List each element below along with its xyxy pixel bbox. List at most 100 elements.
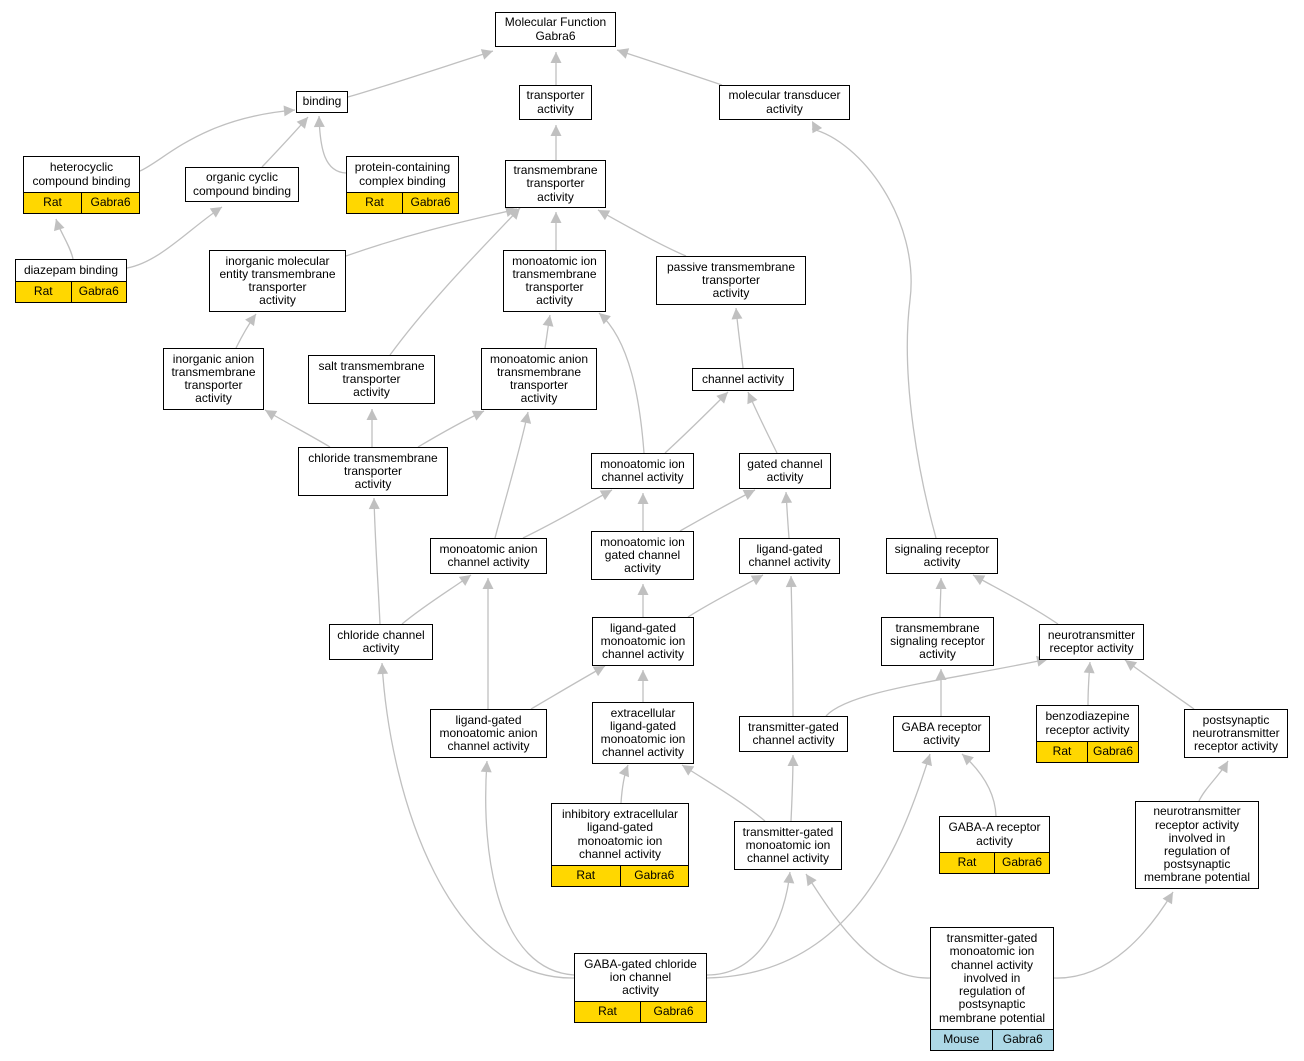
go-term-binding[interactable]: binding xyxy=(296,91,348,113)
arrowhead-icon xyxy=(366,409,378,420)
go-term-monoatomic-ion-transmembrane-transporter-activity[interactable]: monoatomic ion transmembrane transporter… xyxy=(503,250,606,312)
arrowhead-icon xyxy=(598,210,611,221)
arrowhead-icon xyxy=(973,575,986,586)
go-term-gaba-gated-chloride-ion-channel-activity[interactable]: GABA-gated chloride ion channel activity… xyxy=(574,953,707,1023)
go-term-label: transmitter-gated channel activity xyxy=(748,719,839,747)
arrowhead-icon xyxy=(377,663,389,675)
go-term-molecular-function-gabra6[interactable]: Molecular Function Gabra6 xyxy=(495,12,616,47)
go-term-molecular-transducer-activity[interactable]: molecular transducer activity xyxy=(719,85,850,120)
go-term-extracellular-ligand-gated-monoatomic-ion-channel-activity[interactable]: extracellular ligand-gated monoatomic io… xyxy=(592,702,694,764)
edge-n33-to-n27 xyxy=(1124,659,1195,710)
go-term-chloride-channel-activity[interactable]: chloride channel activity xyxy=(329,624,433,660)
go-term-label: channel activity xyxy=(701,371,785,386)
gene-cell: Gabra6 xyxy=(81,193,139,213)
edge-n9-to-n6 xyxy=(126,206,223,269)
edge-n39-to-n37 xyxy=(1053,891,1174,979)
edge-n14-to-n8 xyxy=(389,207,521,356)
go-term-transmembrane-transporter-activity[interactable]: transmembrane transporter activity xyxy=(505,160,606,208)
arrowhead-icon xyxy=(480,49,493,60)
go-term-monoatomic-ion-channel-activity[interactable]: monoatomic ion channel activity xyxy=(591,453,694,489)
go-term-label: monoatomic ion gated channel activity xyxy=(600,534,685,576)
edge-n24-to-n17 xyxy=(373,497,381,625)
arrowhead-icon xyxy=(787,755,799,766)
species-cell: Rat xyxy=(347,193,402,213)
edge-n17-to-n15 xyxy=(417,410,485,448)
arrowhead-icon xyxy=(1217,761,1228,774)
go-term-monoatomic-anion-channel-activity[interactable]: monoatomic anion channel activity xyxy=(430,538,547,574)
go-term-transmitter-gated-channel-activity[interactable]: transmitter-gated channel activity xyxy=(739,716,848,752)
species-cell: Rat xyxy=(940,853,994,873)
arrowhead-icon xyxy=(935,669,947,680)
go-term-ligand-gated-monoatomic-anion-channel-activity[interactable]: ligand-gated monoatomic anion channel ac… xyxy=(430,709,547,758)
go-term-inorganic-anion-transmembrane-transporter-activity[interactable]: inorganic anion transmembrane transporte… xyxy=(163,348,264,410)
arrowhead-icon xyxy=(716,392,728,404)
edge-n25-to-n22 xyxy=(687,574,764,618)
go-term-gaba-receptor-activity[interactable]: GABA receptor activity xyxy=(893,716,990,752)
arrowhead-icon xyxy=(283,105,295,117)
arrowhead-icon xyxy=(550,125,562,136)
go-term-label: postsynaptic neurotransmitter receptor a… xyxy=(1192,712,1280,754)
go-term-ligand-gated-monoatomic-ion-channel-activity[interactable]: ligand-gated monoatomic ion channel acti… xyxy=(592,617,694,666)
go-term-inhibitory-extracellular-ligand-gated-monoatomic-ion-channel-activity[interactable]: inhibitory extracellular ligand-gated mo… xyxy=(551,803,689,887)
arrowhead-icon xyxy=(812,121,823,134)
arrowhead-icon xyxy=(1162,892,1173,905)
arrowhead-icon xyxy=(520,412,532,424)
gene-cell: Gabra6 xyxy=(640,1002,706,1022)
arrowhead-icon xyxy=(480,761,492,773)
go-term-passive-transmembrane-transporter-activity[interactable]: passive transmembrane transporter activi… xyxy=(656,256,806,305)
go-term-label: transmembrane signaling receptor activit… xyxy=(890,620,985,662)
arrowhead-icon xyxy=(742,490,755,500)
go-term-transmembrane-signaling-receptor-activity[interactable]: transmembrane signaling receptor activit… xyxy=(881,617,994,666)
arrowhead-icon xyxy=(682,765,695,776)
arrowhead-icon xyxy=(935,578,947,589)
edge-n21-to-n19 xyxy=(679,489,756,532)
go-term-signaling-receptor-activity[interactable]: signaling receptor activity xyxy=(886,538,998,574)
edge-n17-to-n13 xyxy=(264,409,331,448)
go-term-neurotransmitter-receptor-activity[interactable]: neurotransmitter receptor activity xyxy=(1039,624,1144,660)
gene-cell: Gabra6 xyxy=(994,853,1049,873)
go-term-inorganic-molecular-entity-transmembrane-transporter-activity[interactable]: inorganic molecular entity transmembrane… xyxy=(209,250,346,312)
go-term-monoatomic-ion-gated-channel-activity[interactable]: monoatomic ion gated channel activity xyxy=(591,531,694,580)
go-term-gated-channel-activity[interactable]: gated channel activity xyxy=(739,453,831,489)
go-term-postsynaptic-neurotransmitter-receptor-activity[interactable]: postsynaptic neurotransmitter receptor a… xyxy=(1184,709,1288,758)
edge-n38-to-n24 xyxy=(381,662,575,979)
go-term-salt-transmembrane-transporter-activity[interactable]: salt transmembrane transporter activity xyxy=(308,355,435,404)
go-term-label: transporter activity xyxy=(526,88,585,116)
arrowhead-icon xyxy=(637,670,649,681)
go-term-organic-cyclic-compound-binding[interactable]: organic cyclic compound binding xyxy=(185,167,299,202)
go-term-label: transmembrane transporter activity xyxy=(513,163,598,204)
arrowhead-icon xyxy=(368,498,380,510)
go-term-transporter-activity[interactable]: transporter activity xyxy=(519,85,592,120)
go-term-label: neurotransmitter receptor activity invol… xyxy=(1143,804,1251,885)
arrowhead-icon xyxy=(592,666,605,677)
go-term-channel-activity[interactable]: channel activity xyxy=(692,368,794,391)
arrowhead-icon xyxy=(806,874,817,887)
gene-cell: Gabra6 xyxy=(1087,742,1138,762)
arrowhead-icon xyxy=(783,872,795,884)
edge-n35-to-n29 xyxy=(681,764,766,822)
gene-cell: Gabra6 xyxy=(991,1030,1053,1050)
go-term-transmitter-gated-monoatomic-ion-channel-activity[interactable]: transmitter-gated monoatomic ion channel… xyxy=(734,821,842,870)
arrowhead-icon xyxy=(471,410,484,421)
go-term-neurotransmitter-receptor-activity-involved-in-regulation-of-postsynaptic-membrane-potential[interactable]: neurotransmitter receptor activity invol… xyxy=(1135,801,1259,889)
arrowhead-icon xyxy=(637,584,649,595)
go-term-transmitter-gated-monoatomic-ion-channel-activity-involved-in-regulation-of-postsynaptic-membrane-potential[interactable]: transmitter-gated monoatomic ion channel… xyxy=(930,927,1054,1051)
go-term-label: salt transmembrane transporter activity xyxy=(318,358,425,400)
go-term-monoatomic-anion-transmembrane-transporter-activity[interactable]: monoatomic anion transmembrane transport… xyxy=(481,348,597,410)
species-cell: Rat xyxy=(1037,742,1087,762)
go-term-chloride-transmembrane-transporter-activity[interactable]: chloride transmembrane transporter activ… xyxy=(298,447,448,496)
edge-n4-to-n1 xyxy=(616,49,723,86)
go-term-label: monoatomic anion channel activity xyxy=(439,541,538,569)
go-term-ligand-gated-channel-activity[interactable]: ligand-gated channel activity xyxy=(739,538,840,574)
go-term-label: diazepam binding xyxy=(23,262,119,277)
arrowhead-icon xyxy=(265,410,278,421)
go-term-label: neurotransmitter receptor activity xyxy=(1047,627,1136,655)
